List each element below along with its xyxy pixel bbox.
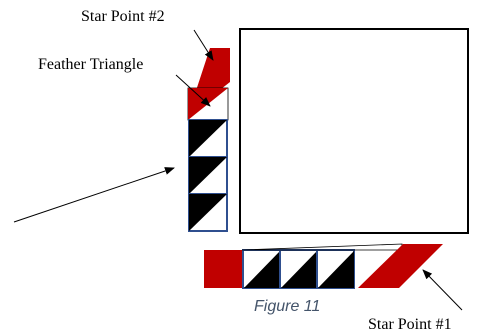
star-point-1-arrow — [422, 269, 463, 311]
triangle-unit-dark-half — [189, 194, 227, 231]
red-square-patch — [204, 250, 242, 288]
feather-triangle-label: Feather Triangle — [38, 56, 143, 73]
feather-triangle-arrow — [175, 74, 211, 107]
star-point-2-label: Star Point #2 — [81, 8, 165, 25]
star-point-1-patch — [358, 244, 443, 288]
triangle-unit-dark-half — [189, 120, 227, 157]
star-point-1-label: Star Point #1 — [368, 316, 452, 333]
triangle-units-arrow — [13, 167, 175, 223]
figure-caption: Figure 11 — [254, 298, 320, 315]
triangle-unit-dark-half — [189, 157, 227, 194]
triangle-unit-dark-half — [244, 251, 280, 288]
horizontal-triangle-units — [242, 249, 355, 289]
center-square — [239, 28, 469, 234]
star-point-2-arrow — [193, 29, 214, 61]
triangle-unit-dark-half — [281, 251, 317, 288]
vertical-triangle-units — [188, 119, 228, 232]
triangle-unit-dark-half — [318, 251, 354, 288]
